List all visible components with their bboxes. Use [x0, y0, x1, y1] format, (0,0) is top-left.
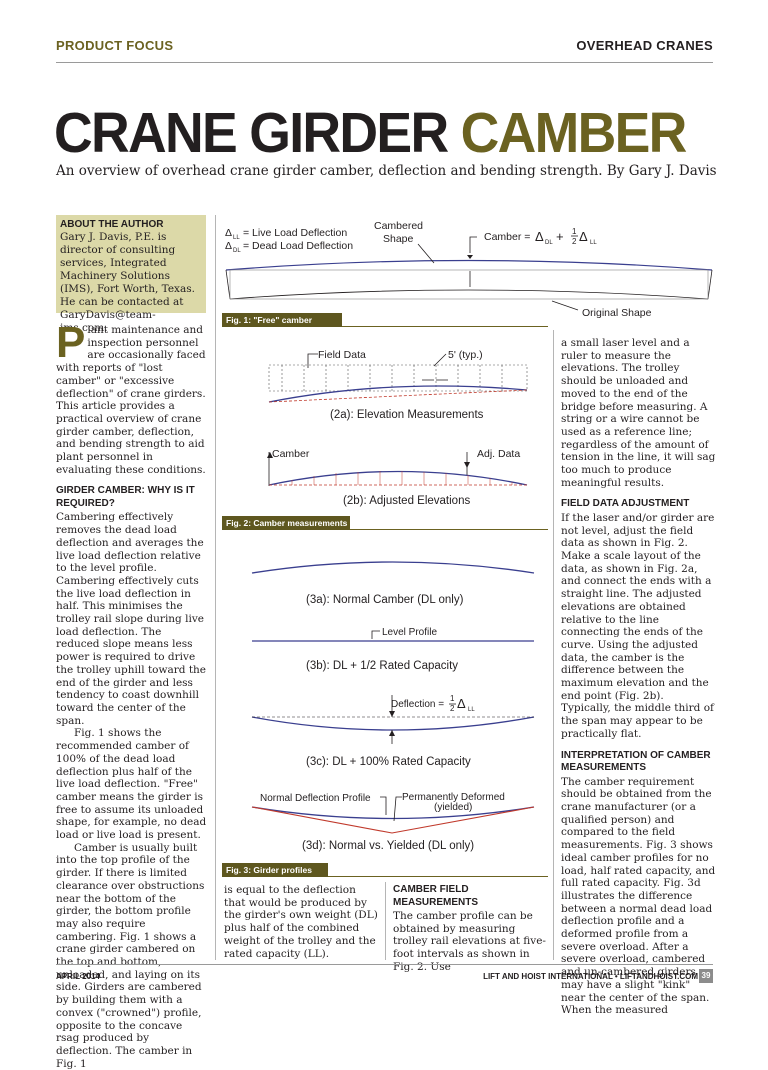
author-bio: Gary J. Davis, P.E. is director of consu…	[60, 231, 195, 334]
page-number: 39	[699, 969, 713, 983]
subscript-dl: DL	[233, 248, 241, 254]
delta-symbol: Δ	[535, 229, 544, 244]
figure-1-label: Fig. 1: "Free" camber	[222, 313, 342, 327]
figure-3d-caption: (3d): Normal vs. Yielded (DL only)	[302, 840, 474, 852]
section-heading-girder-camber: GIRDER CAMBER: WHY IS IT REQUIRED?	[56, 485, 195, 509]
deflection-label: Deflection =	[391, 699, 444, 710]
section-heading-field-data: FIELD DATA ADJUSTMENT	[561, 498, 690, 510]
yielded-label: (yielded)	[434, 802, 472, 813]
section-label: PRODUCT FOCUS	[56, 38, 174, 53]
section-heading-field-measurements: CAMBER FIELD MEASUREMENTS	[393, 884, 479, 908]
delta-symbol: Δ	[457, 696, 466, 711]
fraction-denominator: 2	[450, 704, 455, 713]
delta-symbol: Δ	[579, 229, 588, 244]
column-rule	[215, 215, 216, 960]
publication-name: LIFT AND HOIST INTERNATIONAL • LIFTANDHO…	[483, 972, 698, 981]
adjusted-data-label: Adj. Data	[477, 448, 520, 460]
author-box: ABOUT THE AUTHOR Gary J. Davis, P.E. is …	[56, 215, 206, 334]
paragraph: Cambering effectively removes the dead l…	[56, 511, 207, 727]
subscript-ll: LL	[468, 707, 475, 713]
subscript-ll: LL	[233, 235, 240, 241]
article-title: CRANE GIRDER CAMBER	[54, 100, 688, 166]
column-2-bottom: is equal to the deflection that would be…	[224, 884, 379, 960]
camber-equation: Camber =	[484, 231, 530, 243]
fraction-numerator: 1	[450, 694, 455, 703]
figure-2-rule	[350, 529, 548, 530]
legend-dead-load: = Dead Load Deflection	[243, 240, 353, 252]
camber-label: Camber	[272, 448, 310, 460]
paragraph: a small laser level and a ruler to measu…	[561, 337, 716, 489]
fraction-denominator: 2	[572, 237, 577, 246]
title-part-1: CRANE GIRDER	[54, 101, 449, 165]
column-3-bottom: CAMBER FIELD MEASUREMENTS The camber pro…	[393, 880, 548, 974]
column-rule	[385, 882, 386, 960]
paragraph: The camber requirement should be obtaine…	[561, 775, 716, 1017]
title-part-2: CAMBER	[460, 101, 688, 165]
plus-sign: +	[556, 229, 564, 244]
legend-live-load: = Live Load Deflection	[243, 227, 347, 239]
column-4: a small laser level and a ruler to measu…	[561, 337, 716, 1017]
paragraph: If the laser and/or girder are not level…	[561, 511, 715, 740]
issue-date: APRIL 2014	[56, 972, 100, 981]
figure-2-label: Fig. 2: Camber measurements	[222, 516, 350, 530]
figure-2a-caption: (2a): Elevation Measurements	[330, 409, 484, 421]
figure-3-rule	[328, 876, 548, 877]
paragraph: Camber is usually built into the top pro…	[56, 841, 205, 1070]
drop-cap: P	[56, 318, 86, 367]
figure-2-diagram: Field Data 5' (typ.) (2a): Elevation Mea…	[267, 349, 528, 507]
article-subtitle: An overview of overhead crane girder cam…	[56, 163, 717, 179]
footer-rule	[56, 964, 713, 965]
permanently-deformed-label: Permanently Deformed	[402, 792, 505, 803]
cambered-shape-label: Shape	[383, 233, 414, 245]
fraction-numerator: 1	[572, 227, 577, 236]
figure-1-diagram: Δ LL = Live Load Deflection Δ DL = Dead …	[225, 220, 713, 319]
typical-spacing-label: 5' (typ.)	[448, 349, 483, 361]
figure-3b-caption: (3b): DL + 1/2 Rated Capacity	[306, 660, 458, 672]
delta-symbol: Δ	[225, 227, 232, 239]
original-shape-label: Original Shape	[582, 307, 652, 319]
topic-label: OVERHEAD CRANES	[576, 38, 713, 53]
subscript-ll: LL	[590, 240, 597, 246]
cambered-shape-label: Cambered	[374, 220, 423, 232]
field-data-label: Field Data	[318, 349, 366, 361]
subscript-dl: DL	[545, 240, 553, 246]
delta-symbol: Δ	[225, 240, 232, 252]
column-rule	[553, 330, 554, 960]
author-heading: ABOUT THE AUTHOR	[60, 219, 164, 230]
figure-3a-caption: (3a): Normal Camber (DL only)	[306, 594, 464, 606]
level-profile-label: Level Profile	[382, 627, 437, 638]
paragraph: The camber profile can be obtained by me…	[393, 910, 546, 973]
normal-deflection-label: Normal Deflection Profile	[260, 793, 371, 804]
figure-3c-caption: (3c): DL + 100% Rated Capacity	[306, 756, 471, 768]
figure-1-rule	[342, 326, 548, 327]
header-rule	[56, 62, 713, 63]
figure-3-label: Fig. 3: Girder profiles	[222, 863, 328, 877]
paragraph: is equal to the deflection that would be…	[224, 884, 378, 960]
figure-3-diagram: (3a): Normal Camber (DL only) Level Prof…	[251, 561, 535, 852]
section-heading-interpretation: INTERPRETATION OF CAMBER MEASUREMENTS	[561, 749, 711, 774]
figure-2b-caption: (2b): Adjusted Elevations	[343, 495, 470, 507]
paragraph: Fig. 1 shows the recommended camber of 1…	[56, 727, 207, 842]
intro-paragraph: lant maintenance and inspection personne…	[56, 324, 206, 476]
